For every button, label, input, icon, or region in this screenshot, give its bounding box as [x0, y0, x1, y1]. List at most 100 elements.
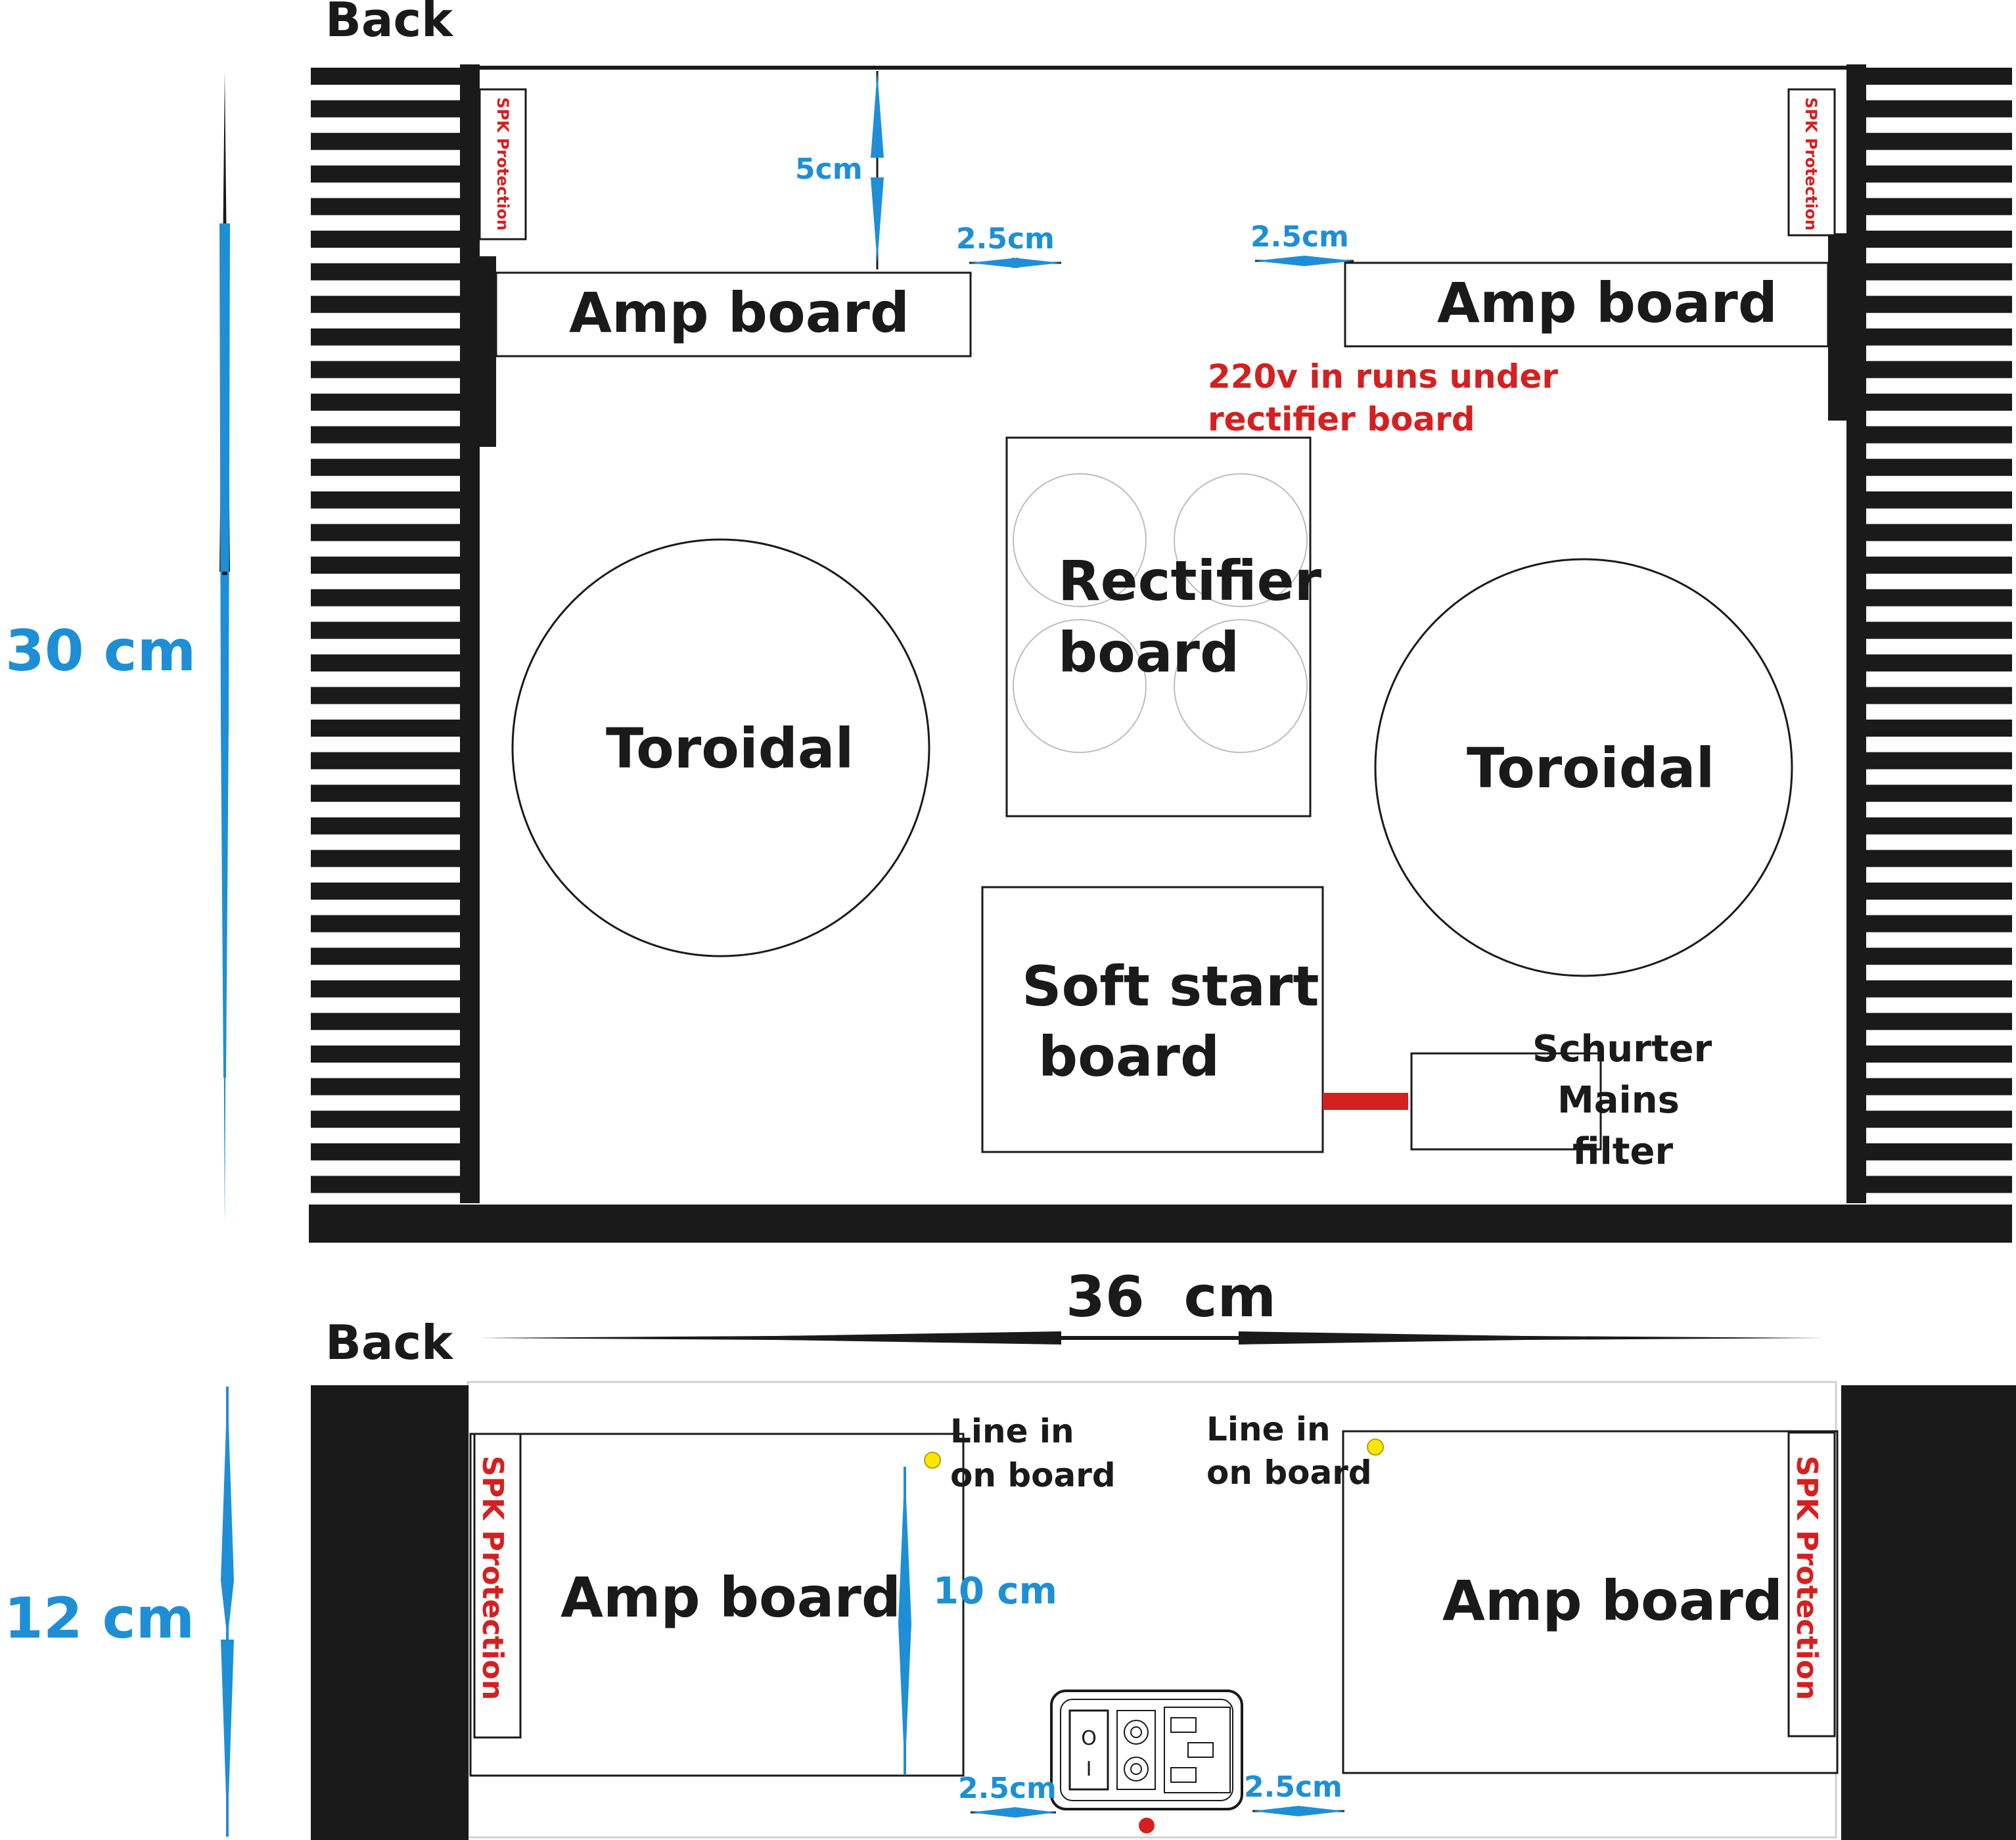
heatsink-fin [1865, 1176, 2012, 1193]
heatsink-fin [1865, 328, 2012, 346]
heatsink-fin [311, 133, 462, 150]
power-switch[interactable] [1068, 1709, 1109, 1791]
inlet-red-dot [1139, 1818, 1155, 1833]
toroidal-transformer-left [511, 538, 930, 957]
gap-arrow-right-2.5cm [1255, 256, 1354, 266]
line-in-right-dot [1367, 1438, 1384, 1456]
heatsink-fin [311, 394, 462, 411]
heatsink-fin [1865, 980, 2012, 998]
heatsink-fin [1865, 426, 2012, 444]
heatsink-fin [1865, 361, 2012, 379]
heatsink-fin [311, 720, 462, 737]
heatsink-fin [1865, 100, 2012, 118]
height-dim-label-12: 12 cm [4, 1586, 195, 1651]
heatsink-fin [1865, 524, 2012, 541]
heatsink-fin [1865, 720, 2012, 737]
back-amp-board-left [469, 1433, 965, 1777]
heatsink-fin [1865, 133, 2012, 150]
mains-filter-label-2: Mains [1557, 1079, 1680, 1122]
gap-label-right-2.5cm: 2.5cm [1250, 220, 1349, 254]
heatsink-fin [311, 491, 462, 509]
heatsink-fin [311, 1078, 462, 1095]
heatsink-fin [1865, 1143, 2012, 1161]
heatsink-fin [1865, 459, 2012, 476]
mains-connection-wire [1323, 1093, 1408, 1110]
top-base-plate [309, 1205, 2012, 1243]
back-amp-board-right-label: Amp board [1442, 1569, 1783, 1633]
heatsink-fin [311, 1176, 462, 1193]
iec-socket [1164, 1707, 1231, 1793]
heatsink-fin [1865, 68, 2012, 85]
line-in-left-dot [924, 1452, 941, 1469]
heatsink-fin [311, 850, 462, 867]
width-dim-label-36: 36 cm [1066, 1264, 1276, 1330]
rectifier-board [1005, 436, 1312, 817]
board-height-label-10: 10 cm [933, 1570, 1057, 1613]
height-dimension-12cm [221, 1387, 234, 1837]
heatsink-fin [311, 687, 462, 704]
heatsink-fin [1865, 687, 2012, 704]
back-amp-board-left-label: Amp board [561, 1565, 901, 1630]
heatsink-fin [1865, 198, 2012, 216]
height-dimension-30cm [219, 71, 230, 1226]
heatsink-fin [1865, 165, 2012, 183]
toroidal-transformer-right [1374, 558, 1793, 977]
height-dim-label-30: 30 cm [5, 618, 196, 684]
mains-route-note-line2: rectifier board [1208, 400, 1475, 438]
heatsink-fin [311, 328, 462, 346]
heatsink-fin [311, 948, 462, 965]
mains-route-note-line1: 220v in runs under [1208, 357, 1558, 396]
line-in-right-label-1: Line in [1206, 1410, 1331, 1448]
iec-power-inlet: O I [1050, 1690, 1243, 1810]
heatsink-fin [1865, 883, 2012, 900]
heatsink-fin [311, 165, 462, 183]
heatsink-fin [1865, 263, 2012, 281]
spk-protection-right-box [1787, 88, 1836, 237]
amp-board-left-label: Amp board [569, 281, 909, 345]
heatsink-fin [1865, 557, 2012, 574]
heatsink-fin [1865, 296, 2012, 313]
heatsink-fin [311, 426, 462, 444]
heatsink-fin [311, 622, 462, 639]
heatsink-fin [1865, 1111, 2012, 1128]
soft-start-label-2: board [1038, 1024, 1220, 1089]
soft-start-board [981, 886, 1324, 1153]
heatsink-fin [1865, 915, 2012, 932]
heatsink-fin [1865, 589, 2012, 607]
heatsink-fin [311, 524, 462, 541]
gap-label-left-2.5cm: 2.5cm [956, 222, 1055, 256]
mains-filter-label-3: filter [1572, 1130, 1673, 1173]
back-spk-protection-right-label: SPK Protection [1790, 1456, 1823, 1700]
spk-protection-right-label: SPK Protection [1802, 97, 1820, 231]
heatsink-fin [311, 883, 462, 900]
heatsink-fin [311, 198, 462, 216]
heatsink-fin [311, 654, 462, 672]
heatsink-fin [311, 817, 462, 835]
amp-board-left [495, 271, 972, 357]
top-back-label: Back [325, 0, 454, 47]
heatsink-fin [311, 263, 462, 281]
power-switch-on-symbol: I [1086, 1758, 1092, 1781]
heatsink-fin [1865, 1013, 2012, 1030]
amp-board-right-label: Amp board [1437, 271, 1777, 335]
rectifier-board-label-1: Rectifier [1058, 549, 1322, 613]
heatsink-fin [1865, 394, 2012, 411]
toroidal-right-label: Toroidal [1467, 736, 1714, 800]
back-gap-arrow-left-2.5cm [971, 1807, 1056, 1818]
heatsink-fin [311, 459, 462, 476]
back-gap-label-left-2.5cm: 2.5cm [958, 1772, 1057, 1805]
soft-start-label-1: Soft start [1022, 954, 1319, 1019]
back-view: Back 12 cm Amp board Amp board SPK Prote… [4, 1315, 2016, 1840]
gap-arrow-left-2.5cm [969, 258, 1061, 268]
heatsink-fin [311, 785, 462, 802]
heatsink-fin [311, 915, 462, 932]
left-heatsink [311, 64, 496, 1203]
heatsink-fin [311, 1046, 462, 1063]
mains-filter-label-1: Schurter [1532, 1028, 1712, 1070]
back-right-heatsink [1841, 1385, 2016, 1840]
top-view: Back 30 cm 5cm [5, 0, 2012, 1243]
back-spk-protection-left-box [473, 1433, 522, 1739]
heatsink-fin [311, 980, 462, 998]
heatsink-fin [311, 752, 462, 770]
